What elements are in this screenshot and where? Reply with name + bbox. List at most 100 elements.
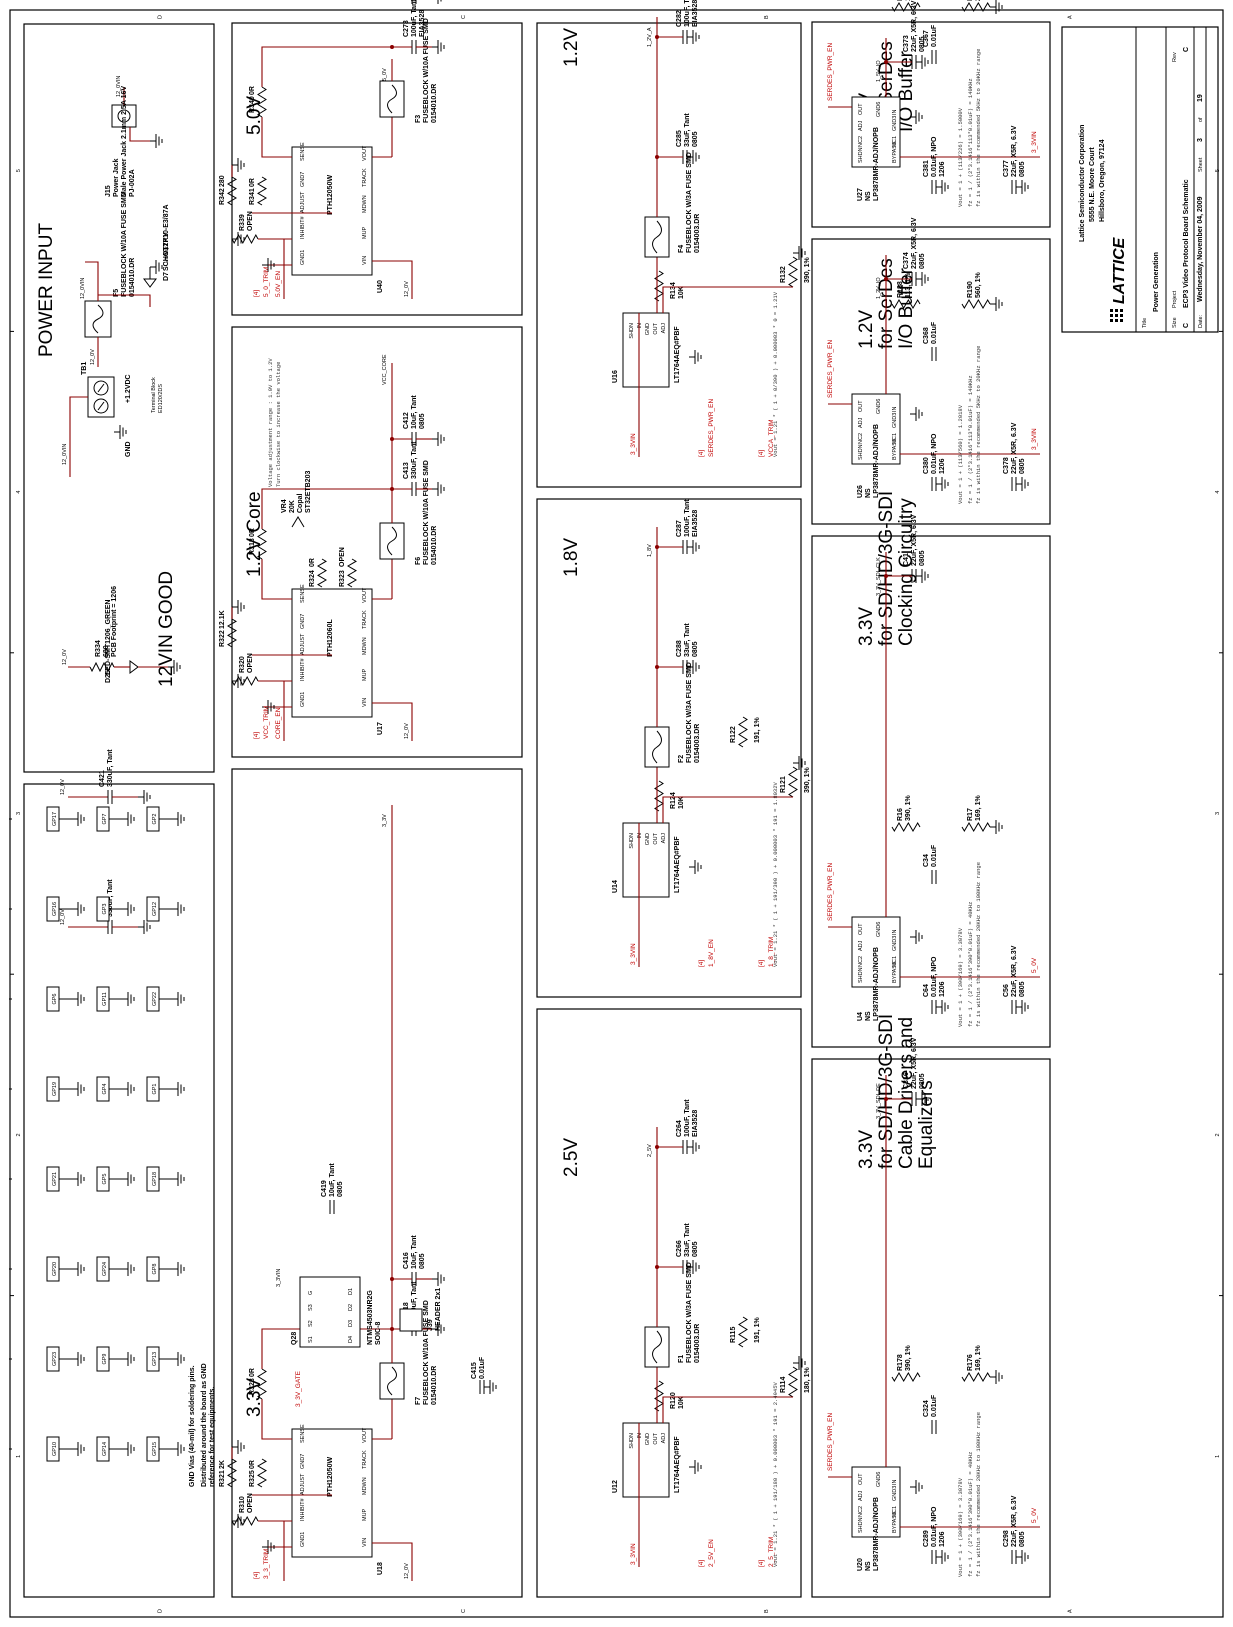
- module-part: PTH12050W: [327, 175, 334, 215]
- pin-label: IN: [637, 323, 643, 329]
- ref: C287: [676, 520, 683, 537]
- capacitor-c367: [931, 50, 937, 64]
- ref: R17: [967, 808, 974, 821]
- val: OPEN: [339, 547, 346, 567]
- pkg: 0805: [1019, 161, 1026, 177]
- fuse-desc: FUSEBLOCK W/10A FUSE SMD: [121, 192, 128, 297]
- fuse-ref: F2: [678, 755, 685, 763]
- ref: R341: [249, 188, 256, 205]
- gnd-via-label: GP17: [52, 812, 58, 826]
- ref: C64: [923, 984, 930, 997]
- resistor-r114: [788, 1366, 798, 1398]
- ref: C289: [923, 1530, 930, 1547]
- pin-label: GND3: [892, 936, 898, 951]
- val: 0.01uF: [931, 844, 938, 867]
- ldo-u20: [851, 1466, 901, 1538]
- junction-dot: [884, 574, 888, 578]
- pin-label: ADJ: [661, 833, 667, 844]
- pin-label: BYPASS: [892, 1511, 898, 1533]
- wire: [261, 117, 292, 158]
- pin-label: NC2: [858, 433, 864, 444]
- equation: Vout = 1 + (113/226) = 1.5000V: [957, 107, 964, 207]
- frame-row-label: A: [1067, 15, 1073, 19]
- resistor-r120: [654, 1380, 664, 1412]
- fuse-ref: F1: [678, 1355, 685, 1363]
- net-label: 12_0V: [60, 909, 66, 925]
- fuse-part: 0154003.DR: [694, 724, 701, 763]
- pin-label: GND3: [892, 1486, 898, 1501]
- part: LT1764AEQ#PBF: [674, 836, 681, 893]
- ref: R176: [967, 1354, 974, 1371]
- page-ref: [4]: [698, 450, 705, 457]
- ref: C412: [403, 412, 410, 429]
- module-u40: [291, 146, 373, 276]
- panel-1-2v-core: [231, 326, 523, 758]
- potentiometer-icon: [291, 516, 305, 528]
- net-label-red: SERDES_PWR_EN: [827, 863, 834, 921]
- equation: Vout = 1 + (390/169) = 3.3078V: [957, 1477, 964, 1577]
- terminal-gnd-label: GND: [125, 441, 132, 457]
- pin-label: S1: [308, 1336, 314, 1343]
- ref: VR4: [281, 499, 288, 513]
- resistor-r322: [227, 618, 237, 648]
- gnd-via-label: GP5: [102, 1173, 108, 1184]
- val: 10K: [678, 286, 685, 299]
- logo-dot-icon: [1120, 309, 1123, 312]
- val: 33uF, Tant: [684, 113, 691, 147]
- net-label: 12_0V: [404, 1563, 410, 1579]
- ref: R318: [249, 538, 256, 555]
- capacitor-c287: [682, 540, 688, 554]
- ref: R114: [780, 1377, 787, 1393]
- gnd-via-label: GP22: [152, 992, 158, 1006]
- wire: [662, 796, 793, 823]
- panel-ldo-3-3v-clk: [811, 535, 1051, 1048]
- gnd-via-label: GP18: [152, 1172, 158, 1186]
- panel-ldo-1-2v: [811, 238, 1051, 525]
- equation: fz = 1 / (2*3.1416*390*0.01uF) = 40KHz: [967, 1452, 974, 1577]
- section-subtitle: I/O Buffer: [896, 50, 917, 132]
- logo-dot-icon: [1120, 319, 1123, 322]
- ref: R115: [730, 1327, 737, 1343]
- gnd-via-label: GP11: [102, 992, 108, 1006]
- resistor-r16: [891, 822, 921, 832]
- net-label: 12_0VIN: [80, 278, 86, 299]
- pin-label: TRACK: [362, 168, 368, 187]
- val: 180, 1%: [804, 1367, 811, 1393]
- ref: C282: [676, 10, 683, 27]
- resistor-r342: [227, 176, 237, 206]
- sheet-total: 19: [1197, 94, 1204, 102]
- date-label: Date:: [1198, 314, 1204, 328]
- val: 0R: [309, 558, 316, 567]
- fuse-part: 0154003.DR: [694, 1324, 701, 1363]
- pkg: 0805: [692, 1241, 699, 1257]
- ref: R189: [897, 0, 904, 1]
- resistor-r325: [257, 1458, 267, 1488]
- junction-dot: [390, 1277, 394, 1281]
- pin-label: SHDN: [858, 444, 864, 460]
- pkg: 0805: [1019, 458, 1026, 474]
- capacitor-c378: [1011, 477, 1017, 491]
- led-label: 12VIN GOOD: [156, 571, 177, 687]
- note: Distributed around the board as GND: [201, 1363, 208, 1487]
- pin-label: MDWN: [362, 1477, 368, 1495]
- net-label: 5_0V: [382, 68, 388, 81]
- ref: R124: [670, 792, 677, 809]
- page-ref: [4]: [758, 450, 765, 457]
- resistor-r134: [654, 270, 664, 302]
- regulator-u14: [622, 822, 670, 898]
- ref: C419: [321, 1180, 328, 1197]
- val: 191, 1%: [754, 1317, 761, 1343]
- pin-label: VOUT: [362, 587, 368, 603]
- pin-label: IN: [637, 833, 643, 839]
- val: 22uF, X5R, 6.3V: [1011, 422, 1018, 474]
- capacitor-c324: [931, 1420, 937, 1434]
- fuse-f7: [379, 1362, 405, 1400]
- pin-label: D3: [348, 1320, 354, 1327]
- project-label: Project: [1172, 290, 1178, 308]
- part: LT1764AEQ#PBF: [674, 1436, 681, 1493]
- pin-label: NC1: [892, 136, 898, 147]
- page-ref: [4]: [698, 1560, 705, 1567]
- net-label-red: 3_3V_GATE: [295, 1370, 302, 1407]
- junction-dot: [655, 35, 659, 39]
